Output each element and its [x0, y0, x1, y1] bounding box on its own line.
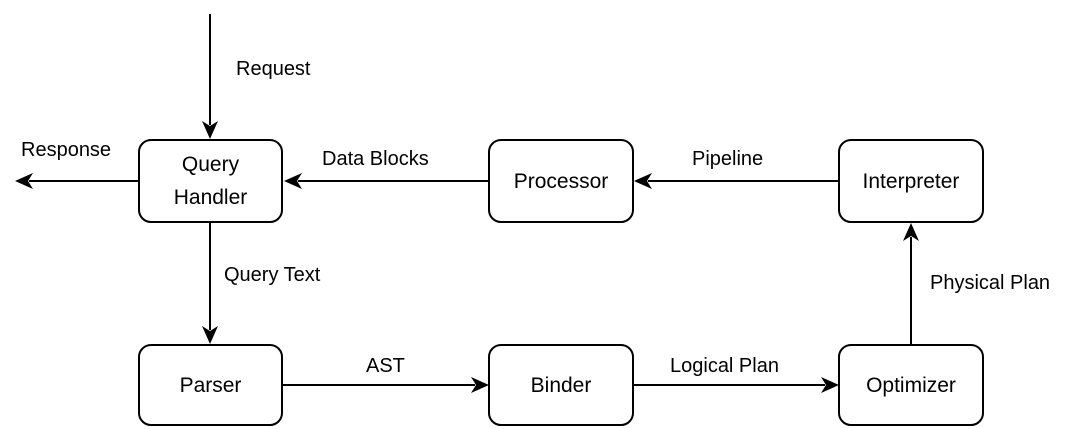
data-blocks-arrow: [284, 173, 489, 189]
logical-plan-label: Logical Plan: [670, 355, 779, 377]
processor-node: Processor: [488, 139, 634, 223]
logical-plan-arrow: [633, 377, 839, 393]
interpreter-node: Interpreter: [838, 139, 984, 223]
response-label: Response: [21, 139, 111, 161]
ast-label: AST: [366, 355, 405, 377]
parser-label: Parser: [180, 374, 242, 397]
binder-label: Binder: [531, 374, 592, 397]
physical-plan-label: Physical Plan: [930, 272, 1050, 294]
pipeline-arrow: [634, 173, 839, 189]
query-handler-node: Query Handler: [138, 139, 283, 223]
response-arrow: [15, 173, 139, 189]
optimizer-node: Optimizer: [838, 344, 984, 426]
pipeline-label: Pipeline: [692, 148, 763, 170]
data-blocks-label: Data Blocks: [322, 148, 429, 170]
request-arrow: [202, 14, 218, 139]
query-handler-label-line1: Query: [182, 153, 240, 176]
query-handler-label-line2: Handler: [174, 186, 248, 209]
ast-arrow: [282, 377, 489, 393]
query-text-arrow: [202, 222, 218, 344]
parser-node: Parser: [138, 344, 283, 426]
request-label: Request: [236, 58, 311, 80]
binder-node: Binder: [488, 344, 634, 426]
query-text-label: Query Text: [224, 264, 321, 286]
physical-plan-arrow: [903, 223, 919, 344]
interpreter-label: Interpreter: [863, 170, 960, 193]
processor-label: Processor: [514, 170, 609, 193]
optimizer-label: Optimizer: [866, 374, 956, 397]
